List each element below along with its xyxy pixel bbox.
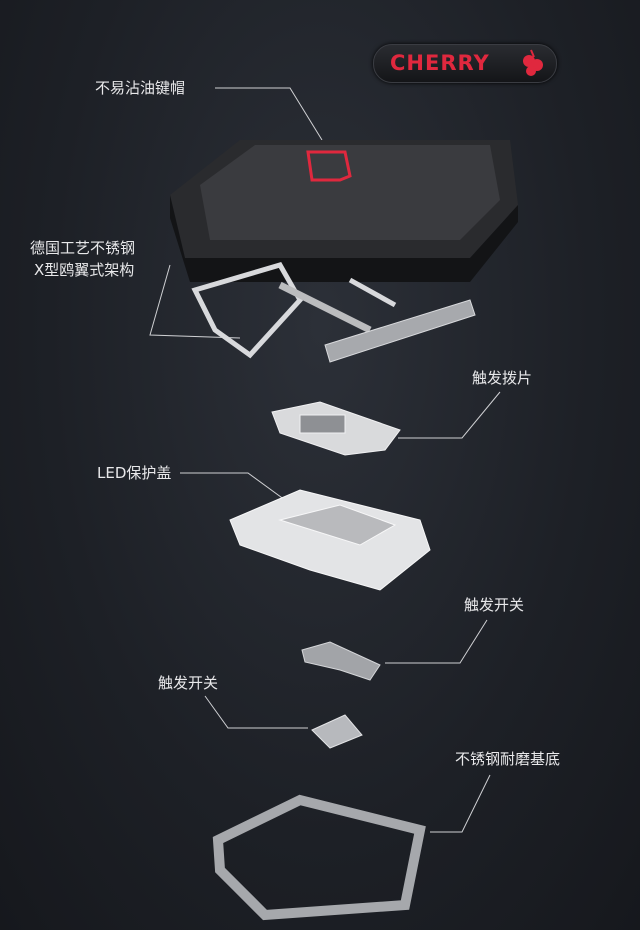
- label-led-cover: LED保护盖: [97, 464, 172, 482]
- led-cover: [229, 489, 431, 591]
- label-switch-left: 触发开关: [158, 674, 219, 692]
- label-switch-right: 触发开关: [464, 596, 525, 614]
- label-keycap: 不易沾油键帽: [95, 79, 186, 97]
- base-plate: [212, 794, 426, 921]
- label-frame-line1: 德国工艺不锈钢: [30, 239, 136, 257]
- leader-lines: [149, 87, 501, 833]
- scissor-frame: [191, 262, 476, 363]
- cherry-logo: CHERRY: [373, 44, 557, 83]
- trigger-switch-right: [301, 641, 381, 681]
- trigger-switch-left: [311, 714, 363, 749]
- cherry-fruit-icon: [523, 49, 543, 76]
- trigger-paddle: [271, 401, 401, 456]
- label-base: 不锈钢耐磨基底: [455, 750, 561, 768]
- keycap: [170, 140, 518, 282]
- label-frame-line2: X型鸥翼式架构: [34, 261, 135, 279]
- label-trigger-paddle: 触发拨片: [472, 369, 533, 387]
